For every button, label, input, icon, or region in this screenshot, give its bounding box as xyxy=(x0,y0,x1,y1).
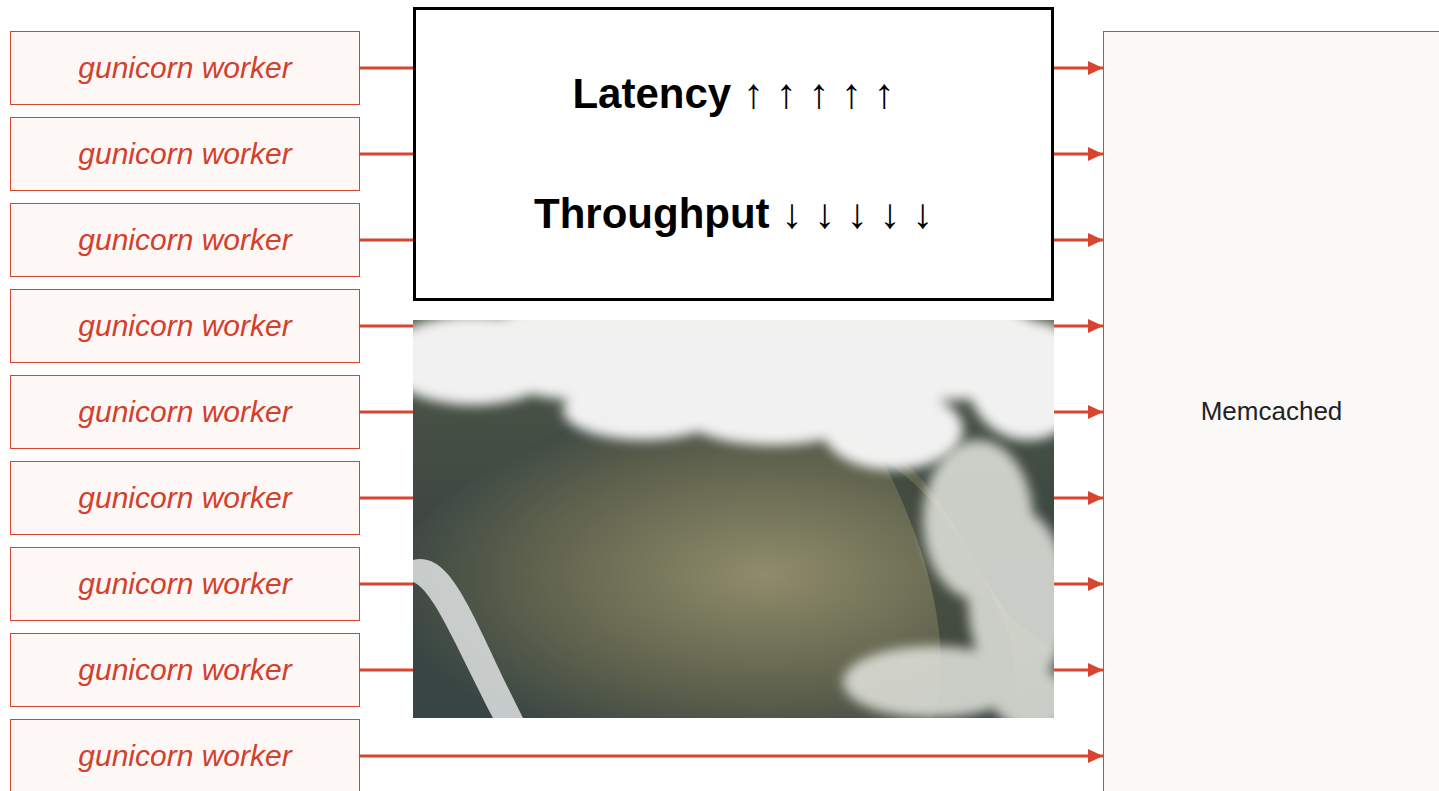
worker-box: gunicorn worker xyxy=(10,31,360,105)
wave-face xyxy=(413,398,1054,718)
wave-foam xyxy=(843,440,1054,718)
wave-streak xyxy=(413,559,523,718)
cache-box: Memcached xyxy=(1103,31,1439,791)
worker-box: gunicorn worker xyxy=(10,719,360,791)
box-label: gunicorn worker xyxy=(78,137,291,171)
box-label: Latency ↑ ↑ ↑ ↑ ↑ xyxy=(572,70,894,118)
worker-box: gunicorn worker xyxy=(10,461,360,535)
worker-box: gunicorn worker xyxy=(10,203,360,277)
box-label: Memcached xyxy=(1201,396,1343,427)
worker-box: gunicorn worker xyxy=(10,547,360,621)
worker-box: gunicorn worker xyxy=(10,375,360,449)
wave-photo xyxy=(413,320,1054,718)
box-label: gunicorn worker xyxy=(78,223,291,257)
worker-box: gunicorn worker xyxy=(10,289,360,363)
box-label: gunicorn worker xyxy=(78,51,291,85)
request-arrow xyxy=(360,755,1103,758)
box-label: gunicorn worker xyxy=(78,653,291,687)
box-label: gunicorn worker xyxy=(78,739,291,773)
box-label: gunicorn worker xyxy=(78,481,291,515)
worker-box: gunicorn worker xyxy=(10,117,360,191)
box-label: Throughput ↓ ↓ ↓ ↓ ↓ xyxy=(534,190,933,238)
box-label: gunicorn worker xyxy=(78,567,291,601)
worker-box: gunicorn worker xyxy=(10,633,360,707)
metric-box: Latency ↑ ↑ ↑ ↑ ↑ Throughput ↓ ↓ ↓ ↓ ↓ xyxy=(413,7,1054,301)
box-label: gunicorn worker xyxy=(78,395,291,429)
box-label: gunicorn worker xyxy=(78,309,291,343)
